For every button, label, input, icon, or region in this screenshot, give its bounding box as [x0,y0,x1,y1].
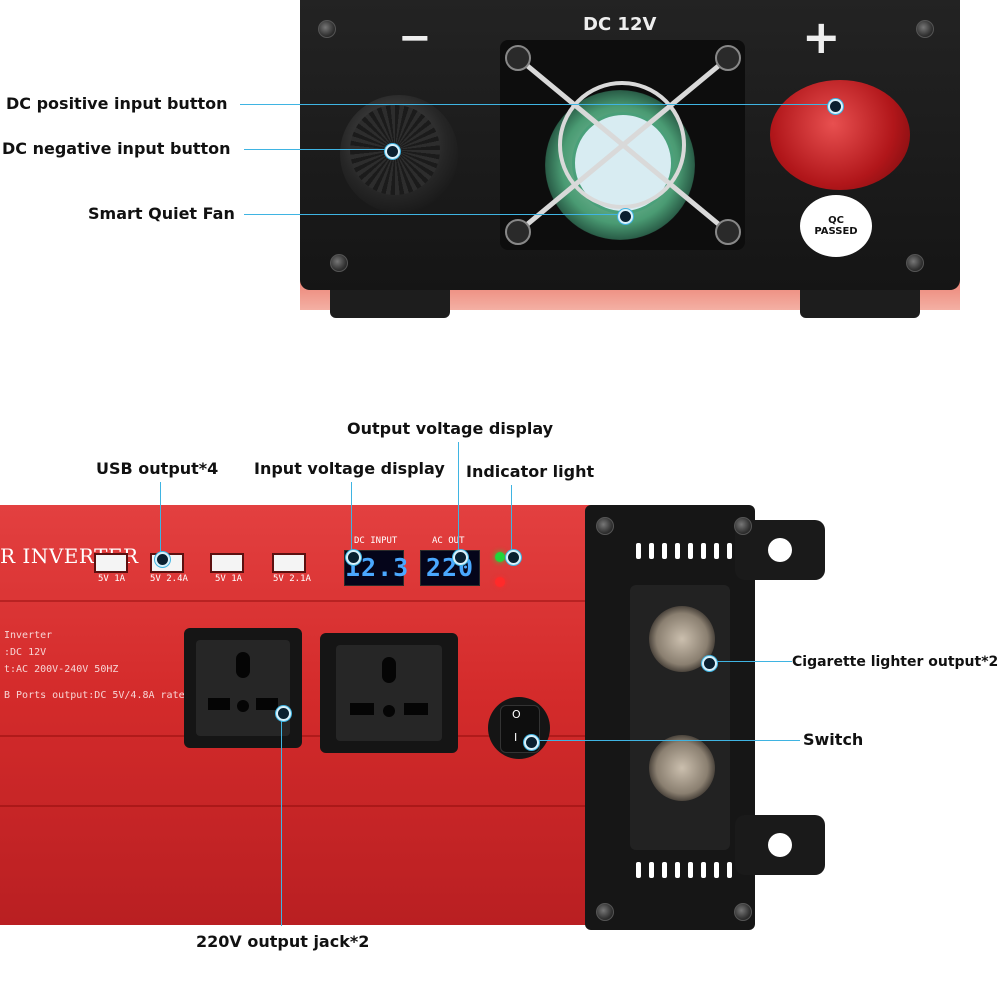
usb-port[interactable] [272,553,306,573]
universal-socket-icon [350,657,428,717]
vent-slot [727,862,732,878]
vent-slot [688,543,693,559]
callout-line-output-display [458,442,459,556]
callout-outlet: 220V output jack*2 [196,932,370,951]
screw-icon [906,254,924,272]
callout-switch: Switch [803,730,864,749]
callout-line-usb [160,482,161,558]
callout-line-fan [244,214,624,215]
mounting-foot-left [330,290,450,318]
vent-slot [649,543,654,559]
screw-icon [596,517,614,535]
callout-output-display: Output voltage display [347,419,554,438]
qc-badge-line2: PASSED [814,226,858,237]
screw-icon [734,517,752,535]
mounting-foot-right [800,290,920,318]
screw-icon [596,903,614,921]
callout-fan: Smart Quiet Fan [88,204,235,223]
panel-voltage-label: DC 12V [583,14,657,35]
callout-line-outlet [281,712,282,926]
dc-positive-terminal-knob[interactable] [770,80,910,190]
usb-port-label: 5V 2.1A [273,574,311,584]
callout-line-input-display [351,482,352,556]
callout-line-switch [530,740,800,741]
spec-line: B Ports output:DC 5V/4.8A rated [4,690,191,701]
mounting-ear-hole [768,833,792,857]
callout-input-display: Input voltage display [254,459,445,478]
ac-outlet[interactable] [320,633,458,753]
callout-cigarette: Cigarette lighter output*2 [792,654,999,670]
vent-slot [675,543,680,559]
vent-slot [688,862,693,878]
input-display-label: DC INPUT [354,536,398,546]
universal-socket-icon [208,652,278,712]
qc-passed-badge: QC PASSED [800,195,872,257]
vent-slot [662,543,667,559]
callout-dot-dc-positive [828,99,843,114]
callout-dot-usb [155,552,170,567]
vent-row-bottom [636,862,736,882]
housing-groove [0,600,590,602]
callout-line-dc-negative [244,149,390,150]
fan-guard-icon [505,45,741,245]
spec-line: Inverter [4,630,53,641]
vent-slot [649,862,654,878]
output-voltage-display: 220 [420,550,480,586]
indicator-led-green [495,552,505,562]
usb-port-label: 5V 1A [98,574,126,584]
callout-indicator: Indicator light [466,462,595,481]
screw-icon [318,20,336,38]
callout-dot-input-display [346,550,361,565]
ac-outlet[interactable] [184,628,302,748]
callout-line-dc-positive [240,104,834,105]
indicator-led-red [495,577,505,587]
qc-badge-line1: QC [828,215,844,226]
usb-port-label: 5V 1A [215,574,243,584]
usb-port[interactable] [210,553,244,573]
switch-on-mark: I [514,731,518,744]
output-display-label: AC OUT [432,536,465,546]
vent-slot [662,862,667,878]
vent-slot [714,543,719,559]
callout-dot-output-display [453,550,468,565]
vent-slot [701,543,706,559]
callout-line-indicator [511,485,512,555]
cigarette-lighter-socket[interactable] [649,735,715,801]
callout-dot-cigarette [702,656,717,671]
spec-line: t:AC 200V-240V 50HZ [4,664,119,675]
callout-dc-negative: DC negative input button [2,139,231,158]
vent-slot [636,862,641,878]
callout-dot-outlet [276,706,291,721]
callout-usb: USB output*4 [96,459,219,478]
callout-dot-indicator [506,550,521,565]
switch-off-mark: O [512,708,521,721]
vent-slot [675,862,680,878]
vent-slot [701,862,706,878]
minus-sign: − [398,15,432,61]
callout-dot-switch [524,735,539,750]
callout-dot-fan [618,209,633,224]
plus-sign: + [802,10,841,64]
vent-row-top [636,543,736,563]
screw-icon [734,903,752,921]
screw-icon [330,254,348,272]
vent-slot [714,862,719,878]
screw-icon [916,20,934,38]
callout-line-cigarette [708,661,792,662]
usb-port-label: 5V 2.4A [150,574,188,584]
usb-port[interactable] [94,553,128,573]
callout-dc-positive: DC positive input button [6,94,228,113]
spec-line: :DC 12V [4,647,47,658]
mounting-ear-hole [768,538,792,562]
vent-slot [636,543,641,559]
housing-groove [0,805,590,807]
vent-slot [727,543,732,559]
callout-dot-dc-negative [385,144,400,159]
